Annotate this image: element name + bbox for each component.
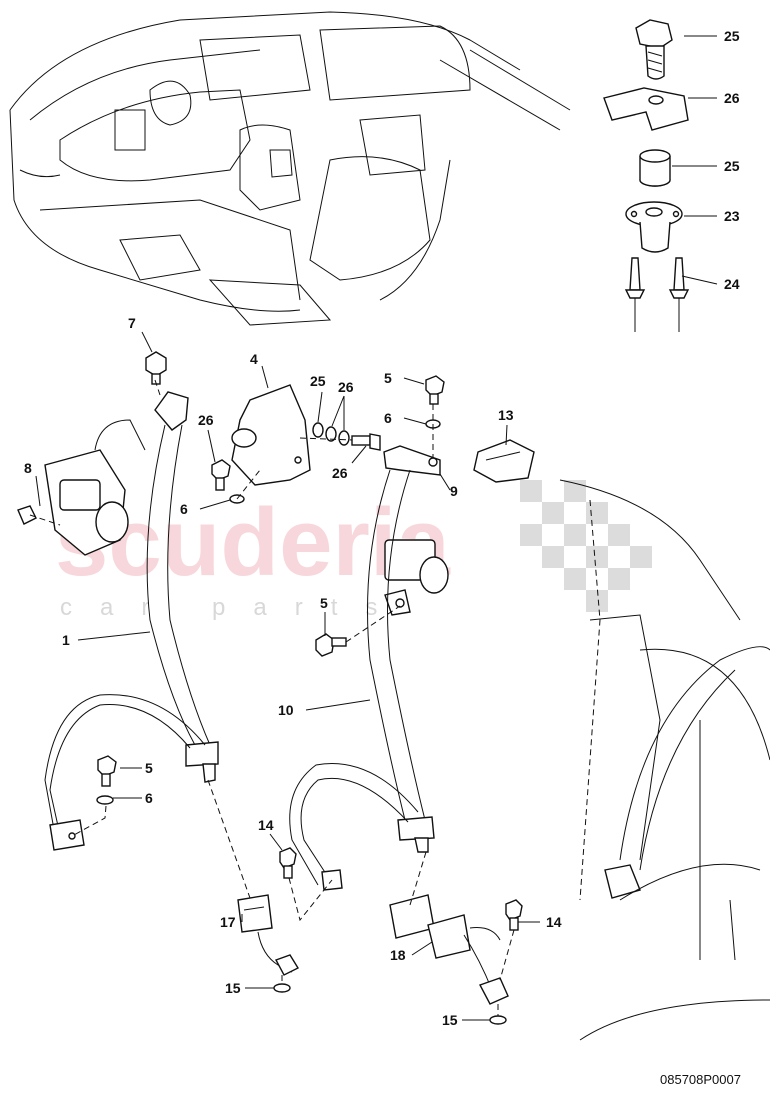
bracket-part-4 [231, 384, 311, 486]
assembly-guide-lines [29, 379, 515, 1016]
callout-1: 1 [62, 632, 70, 648]
callout-24-right: 26 [332, 465, 348, 481]
callout-7: 7 [128, 315, 136, 331]
bolt-part-5-top [425, 375, 445, 429]
callout-23: 24 [724, 276, 740, 292]
callout-10: 10 [278, 702, 294, 718]
watermark-subtitle: car parts [60, 594, 405, 621]
callout-6-top: 6 [384, 410, 392, 426]
callout-20: 26 [724, 90, 740, 106]
bolt-part-7 [145, 351, 167, 385]
callout-labels: 25 26 25 23 24 7 4 25 26 5 6 26 6 26 13 … [24, 28, 740, 1028]
callout-24-left: 26 [198, 412, 214, 428]
callout-17: 17 [220, 914, 236, 930]
bolt-part-14-left [279, 847, 297, 879]
callout-15-right: 15 [442, 1012, 458, 1028]
callout-4: 4 [250, 351, 258, 367]
callout-5-mid: 5 [320, 595, 328, 611]
bolt-part-5-lower [96, 755, 117, 805]
spacer-part-21 [639, 149, 671, 187]
callout-5-lower: 5 [145, 760, 153, 776]
bolt-part-5-mid [315, 633, 347, 657]
callout-6-left: 6 [180, 501, 188, 517]
buckle-part-18 [389, 894, 509, 1025]
bolt-part-24-left [211, 459, 245, 504]
callout-6-lower: 6 [145, 790, 153, 806]
callout-18: 18 [390, 947, 406, 963]
rivet-part-23 [624, 257, 690, 332]
callout-14-right: 14 [546, 914, 562, 930]
callout-9: 9 [450, 483, 458, 499]
car-interior-illustration [9, 11, 571, 326]
bolt-part-14-right [505, 899, 523, 931]
leader-lines [35, 35, 718, 1021]
watermark-checker-flag [520, 480, 652, 612]
reference-code: 085708P0007 [660, 1072, 741, 1087]
callout-19: 25 [724, 28, 740, 44]
callout-26: 26 [338, 379, 354, 395]
washers-part-25-26 [312, 422, 381, 451]
belt-part-10 [289, 445, 449, 891]
belt-part-1 [44, 391, 219, 851]
callout-14-left: 14 [258, 817, 274, 833]
cover-part-13 [473, 439, 535, 483]
callout-22: 23 [724, 208, 740, 224]
clip-part-20 [603, 87, 689, 131]
bolt-part-19 [635, 19, 673, 80]
callout-21: 25 [724, 158, 740, 174]
callout-8: 8 [24, 460, 32, 476]
callout-15-left: 15 [225, 980, 241, 996]
nut-part-22 [625, 201, 683, 253]
buckle-part-17 [237, 894, 299, 993]
retractor-part-8 [17, 419, 146, 556]
callout-5-top: 5 [384, 370, 392, 386]
callout-13: 13 [498, 407, 514, 423]
rear-seat-illustration [559, 479, 770, 1041]
callout-25: 25 [310, 373, 326, 389]
